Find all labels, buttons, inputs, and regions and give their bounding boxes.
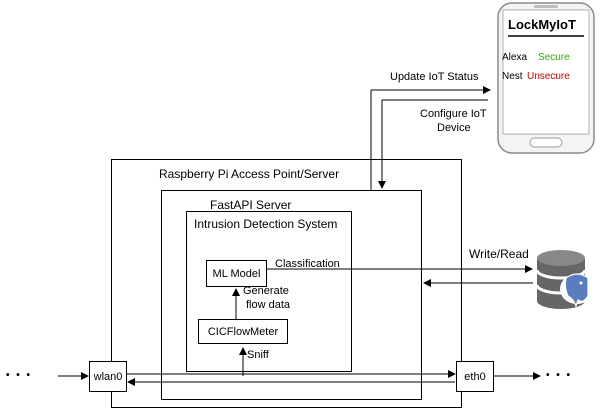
eth0-node: eth0 <box>456 361 494 392</box>
wlan0-node: wlan0 <box>89 361 127 392</box>
write-read-label: Write/Read <box>469 247 529 261</box>
ml-model-node: ML Model <box>206 260 267 287</box>
cicflowmeter-node: CICFlowMeter <box>198 319 288 344</box>
sniff-label: Sniff <box>247 349 269 361</box>
generate-label-line2: flow data <box>246 299 291 311</box>
smartphone-icon <box>497 2 595 154</box>
configure-label-line1: Configure IoT <box>420 108 487 120</box>
left-ellipsis: • • • <box>6 370 33 381</box>
access-point-label: Raspberry Pi Access Point/Server <box>159 167 340 181</box>
phone-device-status-alexa: Secure <box>538 52 570 63</box>
fastapi-container <box>161 190 422 400</box>
generate-label-line1: Generate <box>243 285 289 297</box>
configure-label-line2: Device <box>437 122 471 134</box>
phone-app-title: LockMyIoT <box>508 17 576 32</box>
right-ellipsis: • • • <box>546 370 573 381</box>
phone-device-name-alexa: Alexa <box>502 52 528 63</box>
update-status-label: Update IoT Status <box>390 71 479 83</box>
postgresql-database-icon <box>535 250 594 309</box>
update-iot-status-arrow <box>378 99 488 189</box>
configure-iot-arrow <box>370 86 491 190</box>
phone-device-status-nest: Unsecure <box>527 71 570 82</box>
phone-device-name-nest: Nest <box>502 71 523 82</box>
ids-label: Intrusion Detection System <box>194 217 338 231</box>
ids-container <box>186 211 352 372</box>
classification-label: Classification <box>275 258 340 270</box>
fastapi-label: FastAPI Server <box>210 198 292 212</box>
access-point-container <box>111 159 462 408</box>
